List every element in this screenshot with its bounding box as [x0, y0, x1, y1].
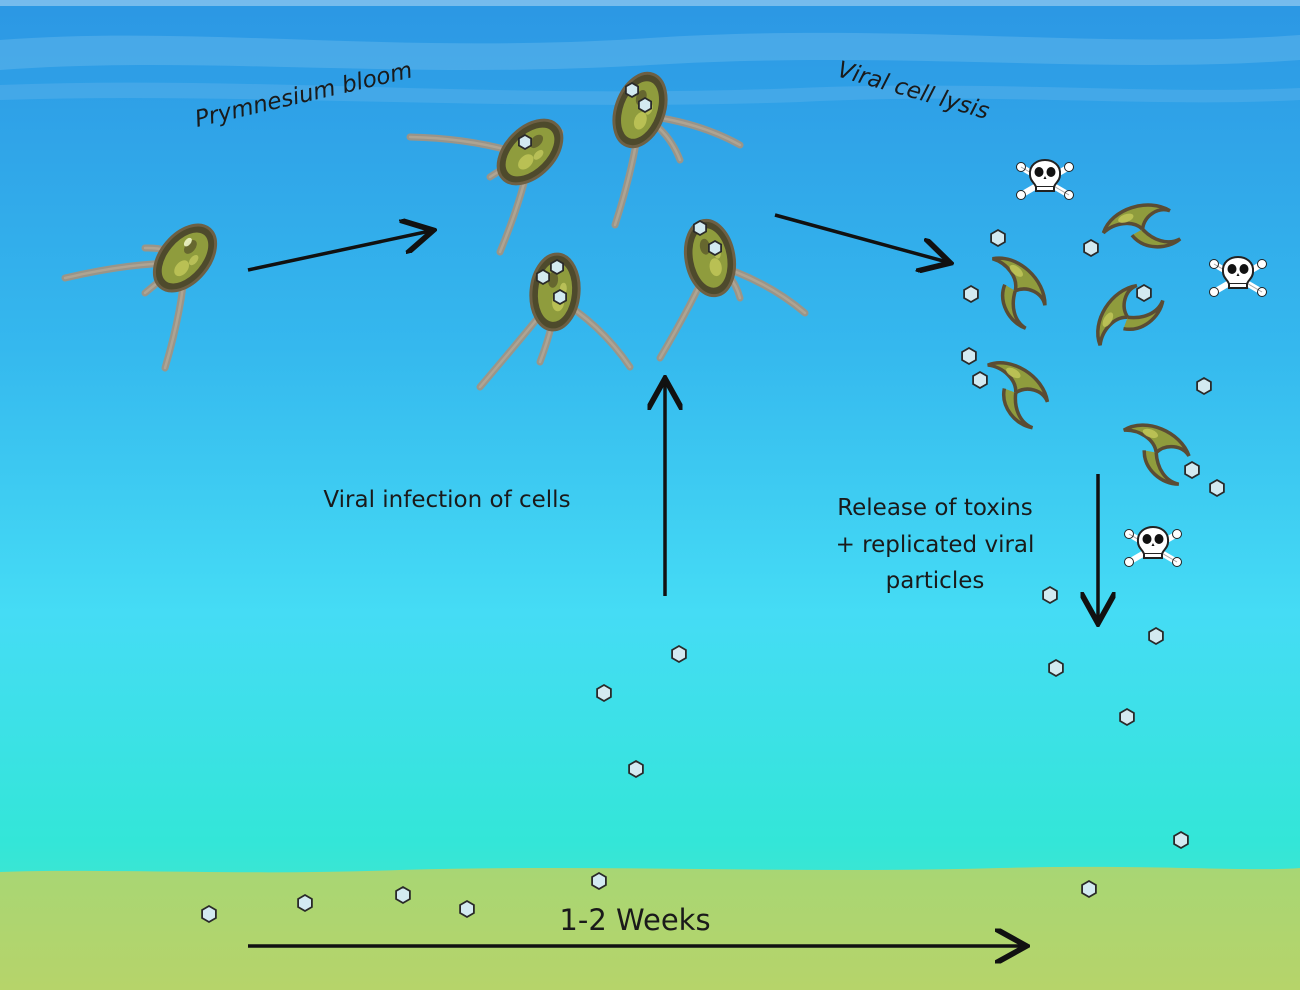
virus-particle-icon	[961, 346, 977, 366]
virus-particle-icon	[1048, 658, 1064, 678]
skull-crossbones-icon	[1124, 526, 1182, 567]
infected-cell-icon	[611, 71, 744, 229]
infected-cell-icon	[406, 118, 564, 256]
lysed-cells-group	[987, 203, 1191, 486]
lysed-cell-icon	[987, 361, 1050, 430]
infected-cell-icon	[476, 252, 634, 391]
label-timeline: 1-2 Weeks	[559, 903, 710, 937]
virus-particle-icon	[1173, 830, 1189, 850]
virus-particle-icon	[553, 288, 567, 306]
virus-particle-icon	[708, 239, 722, 257]
virus-particle-icon	[591, 871, 607, 891]
lysed-cell-icon	[1096, 283, 1165, 346]
lysed-cell-icon	[1122, 423, 1191, 486]
virus-particle-icon	[1083, 238, 1099, 258]
virus-particle-icon	[1209, 478, 1225, 498]
virus-particle-icon	[1136, 283, 1152, 303]
virus-particle-icon	[1148, 626, 1164, 646]
label-release-2: + replicated viral	[836, 532, 1035, 558]
label-infection: Viral infection of cells	[323, 487, 570, 513]
virus-particles-group	[201, 228, 1225, 924]
cells-group	[61, 71, 809, 391]
virus-particle-icon	[625, 81, 639, 99]
virus-particle-icon	[1196, 376, 1212, 396]
virus-particle-icon	[990, 228, 1006, 248]
virus-particle-icon	[638, 96, 652, 114]
arrow-bloom-growth	[247, 231, 430, 272]
skulls-group	[1016, 159, 1267, 567]
virus-particle-icon	[536, 268, 550, 286]
virus-particle-icon	[395, 885, 411, 905]
virus-particle-icon	[550, 258, 564, 276]
skull-crossbones-icon	[1016, 159, 1074, 200]
virus-particle-icon	[671, 644, 687, 664]
label-release-3: particles	[886, 568, 985, 594]
lysed-cell-icon	[1101, 203, 1182, 249]
virus-particle-icon	[693, 219, 707, 237]
healthy-cell-icon	[61, 223, 218, 372]
skull-crossbones-icon	[1209, 256, 1267, 297]
infected-cell-icon	[656, 218, 809, 362]
virus-particle-icon	[459, 899, 475, 919]
virus-particle-icon	[963, 284, 979, 304]
virus-particle-icon	[1042, 585, 1058, 605]
sediment-layer	[0, 866, 1300, 990]
virus-particle-icon	[201, 904, 217, 924]
arrow-to-lysis	[774, 213, 947, 262]
virus-particle-icon	[518, 133, 532, 151]
virus-particle-icon	[628, 759, 644, 779]
virus-particle-icon	[297, 893, 313, 913]
virus-particle-icon	[1119, 707, 1135, 727]
label-release-1: Release of toxins	[837, 495, 1033, 521]
virus-particle-icon	[596, 683, 612, 703]
lysed-cell-icon	[991, 256, 1047, 330]
virus-particle-icon	[1184, 460, 1200, 480]
virus-particle-icon	[972, 370, 988, 390]
virus-particle-icon	[1081, 879, 1097, 899]
